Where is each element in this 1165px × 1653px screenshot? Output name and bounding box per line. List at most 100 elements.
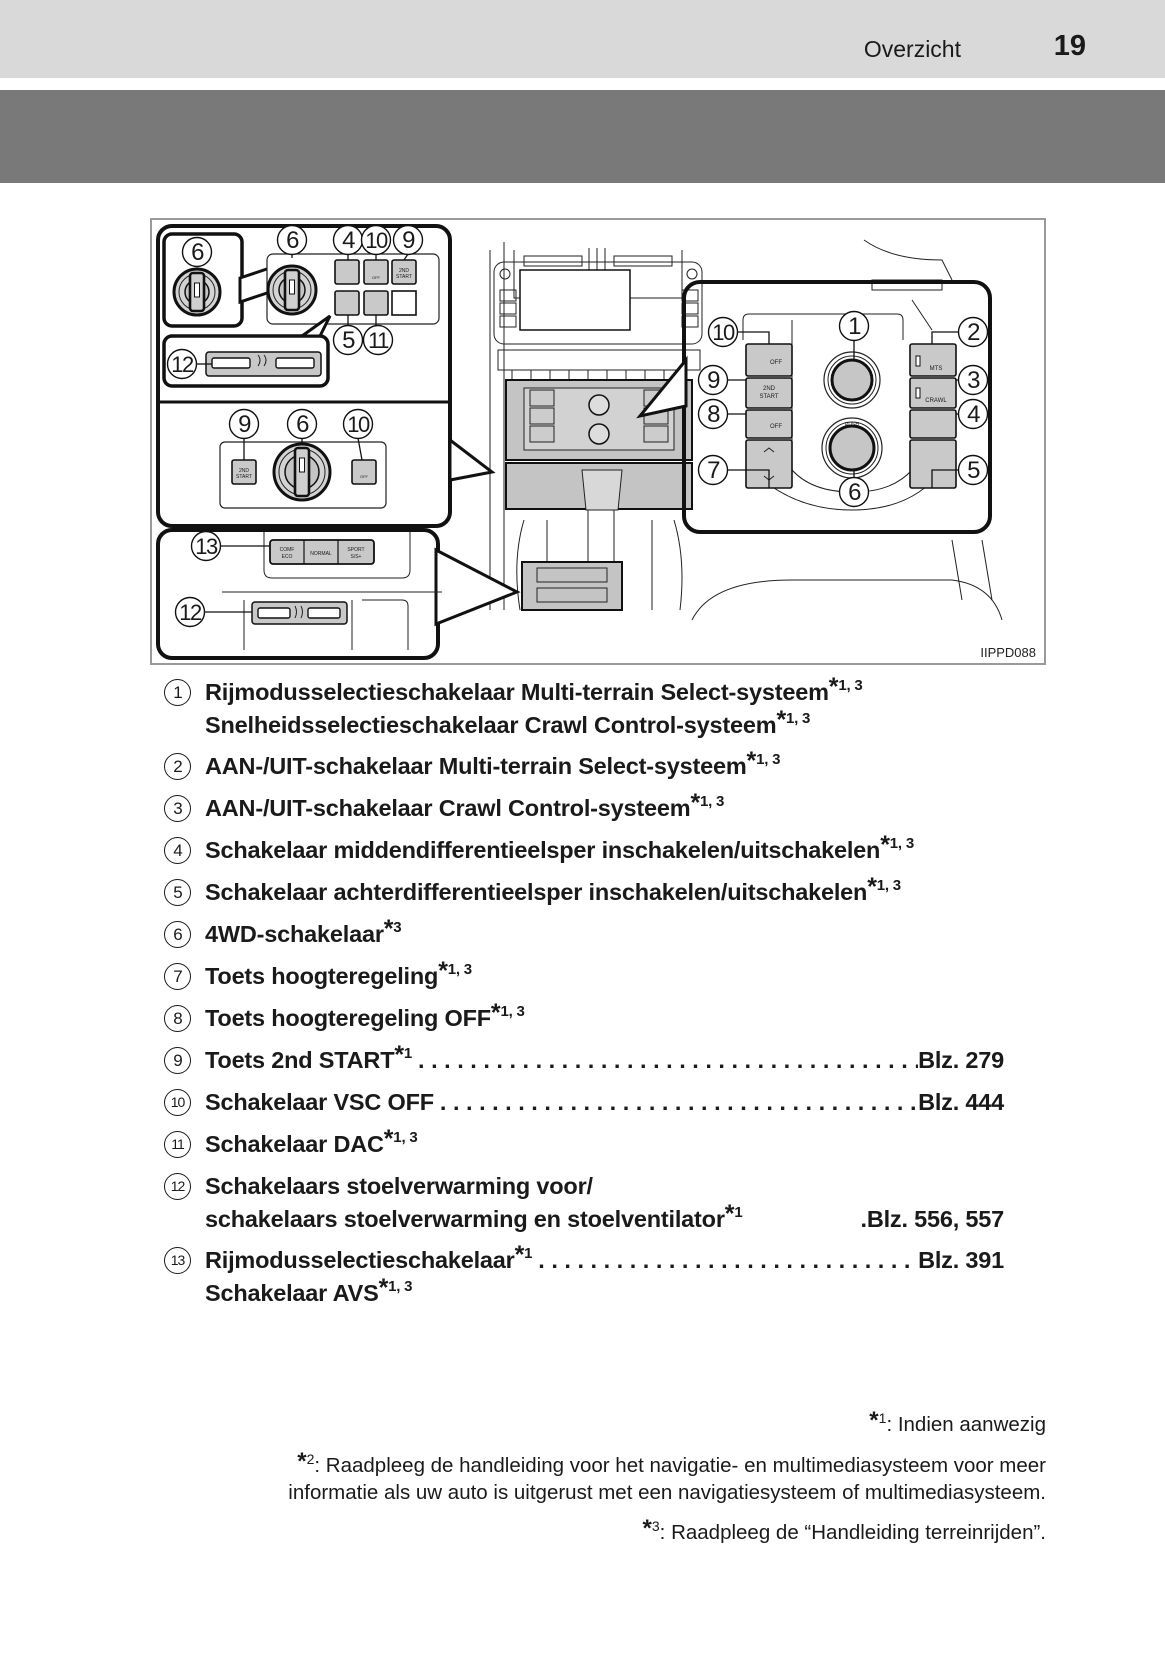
transfer-knob — [828, 424, 876, 472]
footnote-ref: 1, 3 — [500, 1003, 525, 1020]
page-reference-link[interactable]: Blz. 279 — [918, 1047, 1004, 1073]
vsc-off-button — [745, 343, 793, 377]
callout-circle — [957, 364, 989, 396]
callout-circle — [362, 324, 394, 356]
leader-line — [738, 331, 770, 344]
callout-number: 4 — [342, 227, 355, 254]
item-line: Schakelaar achterdifferentieelsper insch… — [205, 873, 901, 912]
pointer-arrow — [297, 314, 332, 338]
item-text: Toets hoogteregeling*1, 3 — [205, 957, 472, 989]
head-unit — [493, 261, 703, 345]
button-label: OFF — [770, 424, 782, 430]
height-control-off-button — [745, 409, 793, 439]
indicator-light — [915, 355, 921, 367]
inset-box-left — [156, 224, 452, 528]
console-side — [516, 519, 683, 611]
footnote: *2: Raadpleeg de handleiding voor het na… — [297, 1448, 1046, 1479]
drive-mode-bezel — [263, 532, 411, 579]
footnote-asterisk: * — [869, 1407, 879, 1434]
footnote-text: : Indien aanwezig — [886, 1413, 1046, 1436]
callout-circle — [697, 454, 729, 486]
footnote-ref: 1, 3 — [876, 877, 901, 894]
callout-number: 11 — [368, 328, 389, 353]
item-line: Rijmodusselectieschakelaar Multi-terrain… — [205, 673, 863, 712]
console-button — [529, 425, 555, 443]
callout-circle — [957, 316, 989, 348]
steering-column — [863, 239, 953, 331]
item-text: 4WD-schakelaar*3 — [205, 915, 402, 947]
item-number-badge: 3 — [164, 795, 191, 822]
page-reference-link[interactable]: .Blz. 556, 557 — [860, 1206, 1004, 1232]
callout-number: 6 — [848, 479, 861, 506]
footnote-asterisk: * — [880, 831, 890, 859]
footnote-asterisk: * — [378, 1274, 389, 1302]
item-number-badge: 7 — [164, 963, 191, 990]
footnote-text: : Raadpleeg de “Handleiding terreinrijde… — [659, 1521, 1046, 1544]
transfer-knob-indicator — [289, 279, 295, 295]
callout-number: 10 — [712, 320, 735, 345]
item-text: AAN-/UIT-schakelaar Crawl Control-systee… — [205, 789, 725, 821]
callout-number: 7 — [707, 457, 720, 484]
item-text: Rijmodusselectieschakelaar*1 — [205, 1241, 533, 1273]
mode-select-knob — [830, 358, 874, 402]
seat-heater-dial — [275, 357, 315, 369]
leader-line — [931, 331, 958, 344]
footnote-asterisk: * — [776, 706, 786, 734]
footnote-asterisk: * — [383, 915, 394, 943]
footnote-mark: 3 — [651, 1518, 660, 1534]
callout-number: 5 — [342, 327, 355, 354]
callout-circle — [190, 530, 222, 562]
page-reference-link[interactable]: Blz. 444 — [918, 1089, 1004, 1115]
item-line: AAN-/UIT-schakelaar Crawl Control-systee… — [205, 789, 725, 828]
item-line-with-page-ref: Schakelaar VSC OFF Blz. 444 — [205, 1086, 1004, 1119]
vsc-off-button — [363, 259, 389, 285]
footnote: *1: Indien aanwezig — [869, 1407, 1046, 1438]
footnote-ref: 1 — [734, 1204, 743, 1221]
footnote-asterisk: * — [490, 999, 501, 1027]
item-text: Rijmodusselectieschakelaar Multi-terrain… — [205, 673, 863, 705]
climate-strip — [497, 349, 701, 371]
item-line: Toets hoogteregeling OFF*1, 3 — [205, 999, 525, 1038]
knob — [499, 268, 511, 280]
footnote-asterisk: * — [746, 747, 757, 775]
transfer-knob-ring — [825, 421, 879, 475]
drive-mode-label: S/S+ — [351, 554, 362, 560]
display-screen — [519, 269, 631, 331]
leader-line — [931, 469, 958, 488]
page-reference-link[interactable]: Blz. 391 — [918, 1247, 1004, 1273]
item-text: Schakelaar VSC OFF — [205, 1089, 434, 1115]
footnote-ref: 1, 3 — [838, 677, 863, 694]
footnote: *3: Raadpleeg de “Handleiding terreinrij… — [643, 1515, 1046, 1546]
spacer — [742, 1203, 860, 1239]
callout-circle — [181, 236, 213, 268]
callout-number: 9 — [238, 411, 251, 438]
item-number-badge: 10 — [164, 1089, 191, 1116]
item-number-badge: 11 — [164, 1131, 191, 1158]
media-button — [499, 289, 517, 302]
callout-number: 1 — [848, 313, 861, 340]
drive-mode-label: ECO — [282, 554, 293, 560]
seat-heater-dial — [211, 357, 251, 369]
item-text: schakelaars stoelverwarming en stoelvent… — [205, 1200, 743, 1232]
item-line: Snelheidsselectieschakelaar Crawl Contro… — [205, 706, 810, 745]
console-detail — [243, 599, 409, 650]
item-line-with-page-ref: Rijmodusselectieschakelaar*1 Blz. 391 — [205, 1241, 1004, 1280]
footnote-ref: 1, 3 — [889, 835, 914, 852]
button-label: 2ND — [399, 268, 409, 274]
leader-line — [403, 253, 409, 261]
callout-number: 13 — [195, 534, 218, 559]
callout-number: 10 — [347, 412, 370, 437]
item-text: AAN-/UIT-schakelaar Multi-terrain Select… — [205, 747, 781, 779]
callout-number: 12 — [179, 600, 202, 625]
item-text: Toets hoogteregeling OFF*1, 3 — [205, 999, 525, 1031]
switch-bezel — [742, 313, 904, 340]
drive-mode-switch — [269, 539, 375, 565]
button-label: OFF — [372, 275, 381, 280]
rear-switches — [536, 567, 608, 603]
callout-number: 5 — [967, 457, 980, 484]
door-trim — [951, 539, 993, 601]
console-button — [643, 425, 669, 443]
center-diff-lock-button — [909, 409, 957, 439]
callout-circle — [707, 316, 739, 348]
